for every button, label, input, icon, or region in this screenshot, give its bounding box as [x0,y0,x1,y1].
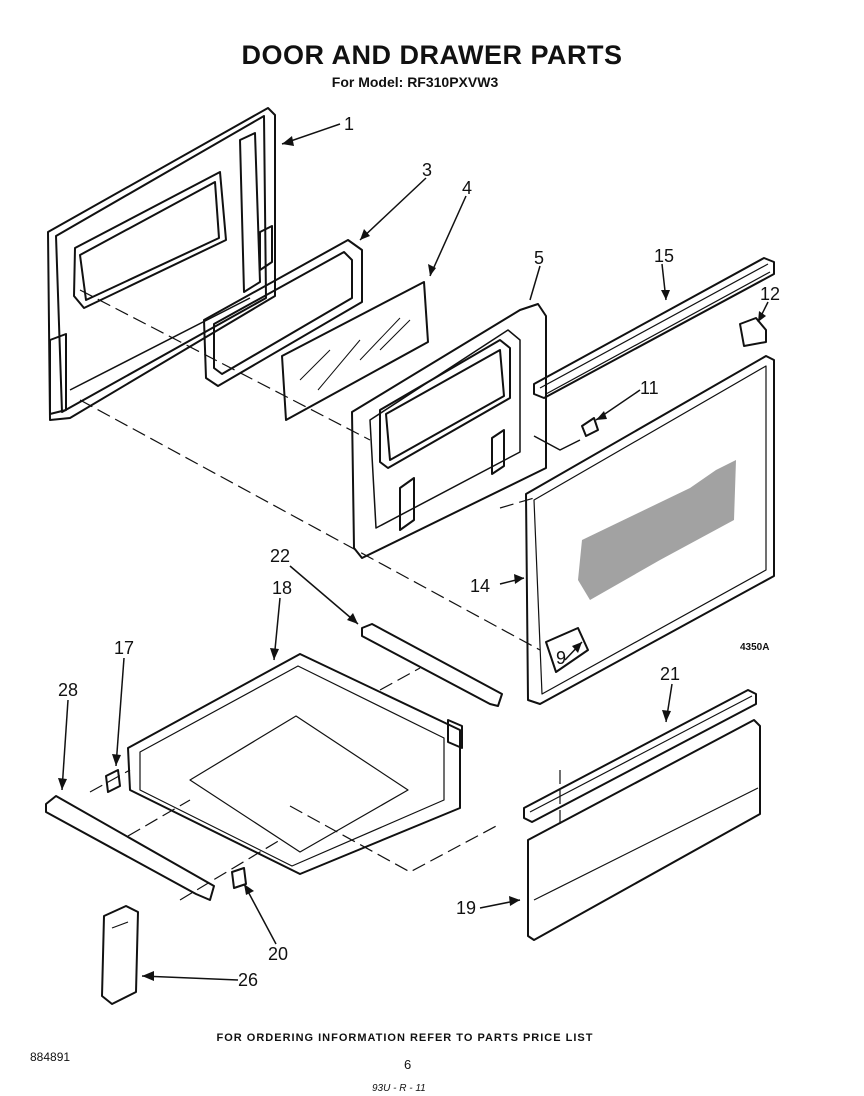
handwritten-note: 93U - R - 11 [372,1083,426,1094]
window-glass [281,281,429,421]
callout-4: 4 [462,178,472,198]
inner-door-liner [351,303,547,559]
window-viewing-area [578,460,736,600]
callout-20: 20 [268,944,288,964]
drawer-front-panel [527,719,761,941]
arrow-heads [58,136,766,981]
callout-22: 22 [270,546,290,566]
callout-3: 3 [422,160,432,180]
page-number: 6 [404,1057,412,1072]
callout-26: 26 [238,970,258,990]
callout-5: 5 [534,248,544,268]
callout-28: 28 [58,680,78,700]
alignment-lines [79,289,561,901]
door-clip [581,417,599,437]
document-number: 884891 [30,1050,71,1064]
callout-21: 21 [660,664,680,684]
drawer-clip-right [231,867,247,889]
outer-door-panel [47,107,276,421]
door-bracket [739,317,767,347]
side-bracket [101,905,139,1005]
drawer-clip-left [105,769,121,793]
window-gasket [203,239,363,387]
callout-9: 9 [556,648,566,668]
ordering-information: FOR ORDERING INFORMATION REFER TO PARTS … [216,1032,594,1044]
callout-18: 18 [272,578,292,598]
drawer-front-rail [45,795,215,901]
model-subtitle: For Model: RF310PXVW3 [331,74,499,90]
callout-11: 11 [640,378,659,398]
callout-19: 19 [456,898,476,918]
drawer-panel-trim [523,689,757,823]
callout-14: 14 [470,576,490,596]
door-front-panel [525,355,775,705]
page-title: DOOR AND DRAWER PARTS [241,40,623,70]
drawer-body [127,653,463,875]
door-top-trim [533,257,775,399]
drawer-rail [361,623,503,707]
callout-17: 17 [114,638,134,658]
callout-12: 12 [760,284,780,304]
diagram-code: 4350A [740,642,769,653]
callout-15: 15 [654,246,674,266]
callout-1: 1 [344,114,354,134]
